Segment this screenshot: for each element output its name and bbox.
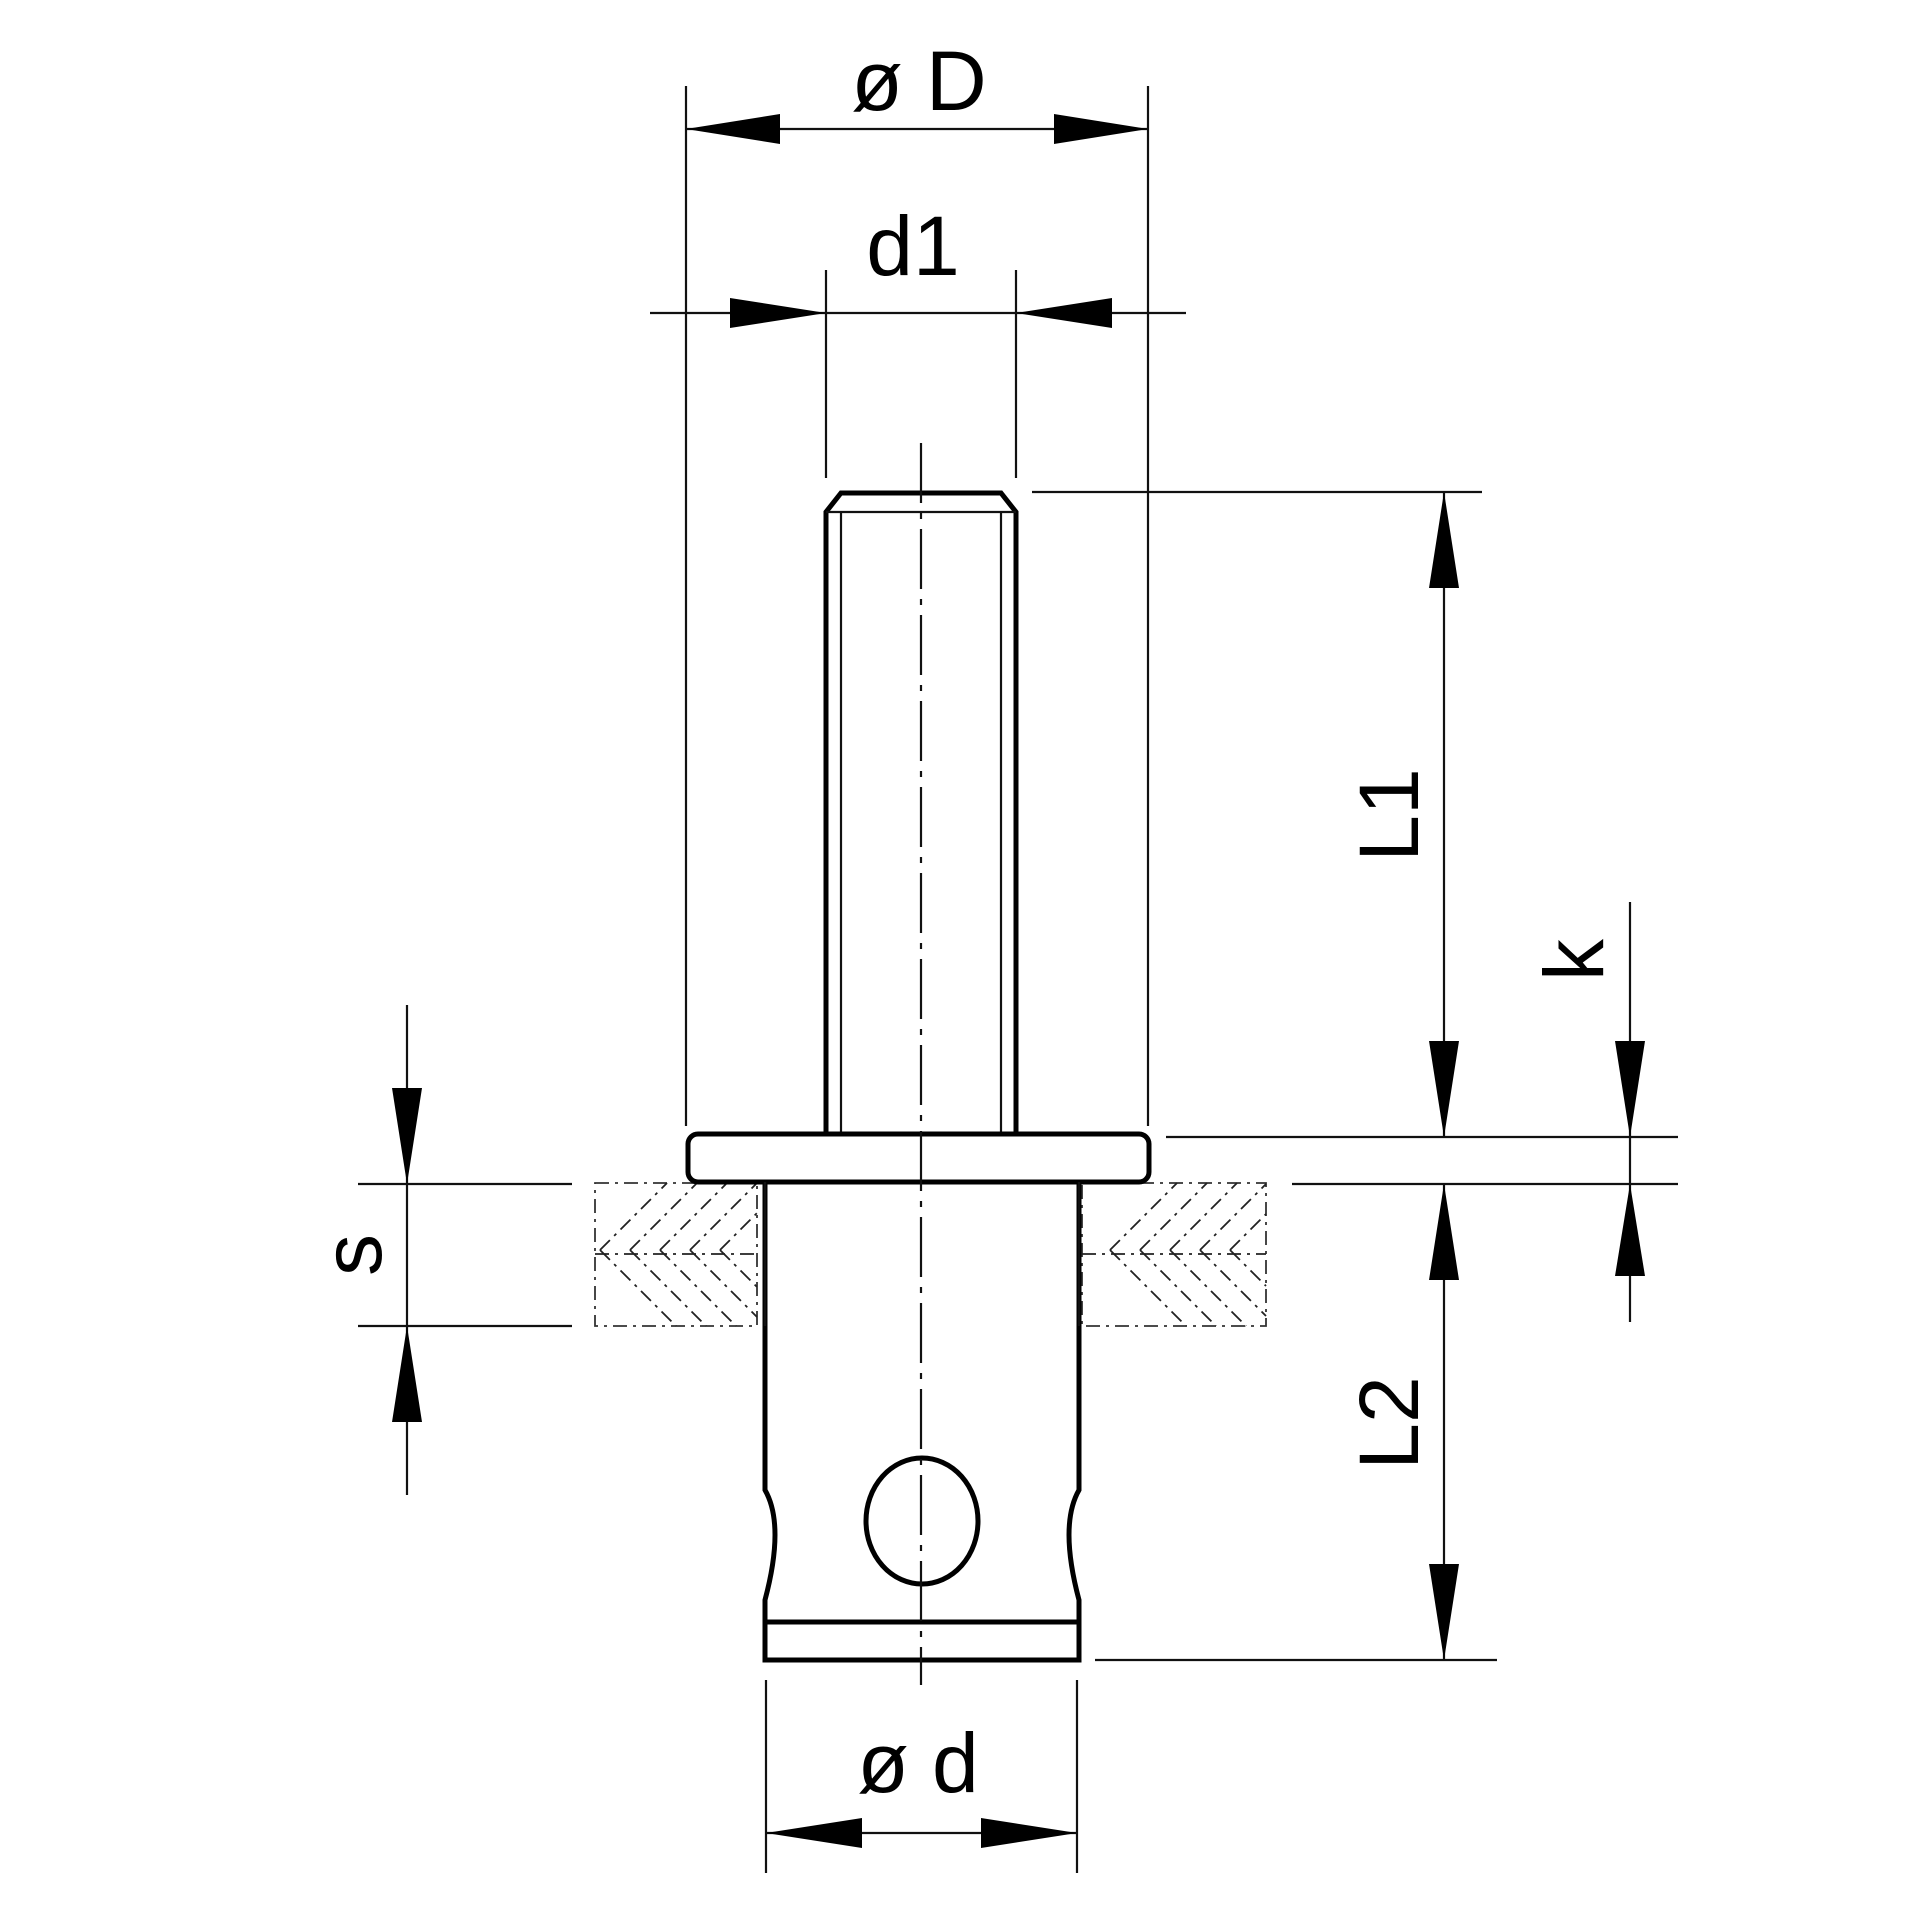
dimension-length-2 xyxy=(1429,1184,1459,1660)
extension-lines xyxy=(358,86,1678,1873)
dimension-plate-thickness xyxy=(392,1005,422,1495)
collar-flange xyxy=(685,1131,1152,1185)
label-length-2: L2 xyxy=(1342,1376,1436,1469)
dimension-length-1 xyxy=(1429,492,1459,1137)
dimension-shank-diameter xyxy=(766,1818,1077,1848)
label-shank-diameter: ø d xyxy=(857,1716,978,1810)
plate-section-right xyxy=(1081,1182,1267,1327)
plate-section-left xyxy=(594,1182,758,1327)
label-length-1: L1 xyxy=(1342,768,1436,861)
label-outer-diameter: ø D xyxy=(851,34,986,128)
label-thread-diameter: d1 xyxy=(866,199,959,293)
dimension-outer-diameter xyxy=(686,114,1148,144)
dimension-thread-diameter xyxy=(650,298,1186,328)
label-plate-thickness: s xyxy=(305,1234,399,1276)
dimension-collar-thickness xyxy=(1615,902,1645,1322)
label-collar-thickness: k xyxy=(1527,938,1621,981)
